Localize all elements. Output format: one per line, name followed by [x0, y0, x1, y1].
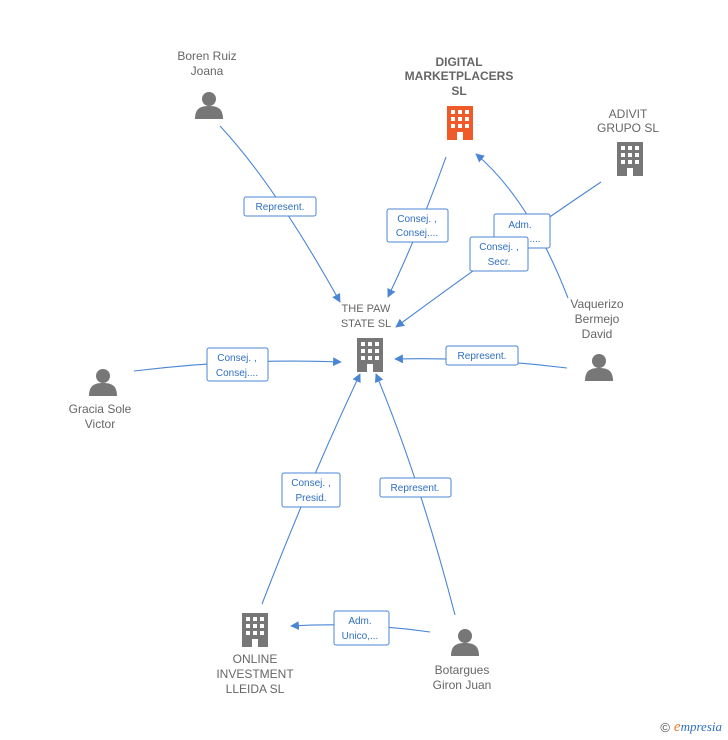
edges	[133, 125, 602, 633]
svg-text:Vaquerizo: Vaquerizo	[570, 297, 623, 311]
edge-label-botargues-online[interactable]: Adm. Unico,...	[333, 610, 390, 646]
person-icon	[195, 92, 223, 119]
svg-text:Victor: Victor	[85, 417, 115, 431]
svg-text:Presid.: Presid.	[295, 493, 326, 504]
node-gracia-sole[interactable]: Gracia Sole Victor	[69, 369, 132, 431]
svg-text:Consej....: Consej....	[396, 228, 438, 239]
person-icon	[89, 369, 117, 396]
svg-text:David: David	[582, 327, 613, 341]
person-icon	[585, 354, 613, 381]
edge-label-vaquerizo-center[interactable]: Represent.	[445, 345, 519, 366]
svg-text:INVESTMENT: INVESTMENT	[216, 667, 294, 681]
svg-text:....: ....	[529, 234, 540, 245]
edge-labels: Represent. Consej. , Consej.... Adm. ...…	[206, 196, 551, 646]
svg-text:Botargues: Botargues	[435, 663, 490, 677]
building-icon	[242, 613, 268, 647]
svg-text:THE PAW: THE PAW	[342, 303, 392, 315]
footer-brand: © empresia	[660, 719, 722, 736]
person-icon	[451, 629, 479, 656]
svg-text:MARKETPLACERS: MARKETPLACERS	[405, 69, 514, 83]
edge-label-botargues-center[interactable]: Represent.	[379, 477, 452, 498]
svg-text:Represent.: Represent.	[256, 202, 305, 213]
svg-text:Consej. ,: Consej. ,	[397, 214, 436, 225]
svg-text:Joana: Joana	[191, 64, 224, 78]
svg-text:Consej....: Consej....	[216, 368, 258, 379]
building-icon	[617, 142, 643, 176]
svg-text:ONLINE: ONLINE	[233, 652, 278, 666]
building-icon	[357, 338, 383, 372]
edge-label-boren-center[interactable]: Represent.	[243, 196, 317, 217]
brand-logo: empresia	[673, 719, 722, 735]
svg-text:LLEIDA SL: LLEIDA SL	[226, 682, 285, 696]
svg-text:Bermejo: Bermejo	[575, 312, 620, 326]
svg-text:Consej. ,: Consej. ,	[479, 242, 518, 253]
svg-text:STATE SL: STATE SL	[341, 318, 391, 330]
node-digital-marketplacers[interactable]: DIGITAL MARKETPLACERS SL	[405, 55, 514, 140]
building-icon	[447, 106, 473, 140]
node-vaquerizo-bermejo[interactable]: Vaquerizo Bermejo David	[570, 297, 624, 381]
edge-label-online-center[interactable]: Consej. , Presid.	[281, 472, 341, 508]
edge-vaquerizo-digital[interactable]	[475, 153, 569, 299]
svg-text:Adm.: Adm.	[508, 220, 531, 231]
svg-text:DIGITAL: DIGITAL	[435, 55, 482, 69]
node-boren-ruiz[interactable]: Boren Ruiz Joana	[177, 49, 237, 119]
node-online-investment[interactable]: ONLINE INVESTMENT LLEIDA SL	[216, 613, 294, 696]
copyright-symbol: ©	[660, 720, 670, 735]
svg-text:Giron Juan: Giron Juan	[433, 678, 492, 692]
svg-text:Secr.: Secr.	[488, 257, 511, 268]
svg-text:Unico,...: Unico,...	[342, 631, 379, 642]
svg-text:GRUPO SL: GRUPO SL	[597, 121, 659, 135]
edge-label-gracia-center[interactable]: Consej. , Consej....	[206, 347, 269, 382]
svg-text:Consej. ,: Consej. ,	[291, 478, 330, 489]
svg-text:Consej. ,: Consej. ,	[217, 353, 256, 364]
node-botargues-giron[interactable]: Botargues Giron Juan	[433, 629, 492, 692]
svg-text:Represent.: Represent.	[458, 351, 507, 362]
svg-text:ADIVIT: ADIVIT	[609, 107, 648, 121]
svg-text:SL: SL	[451, 84, 466, 98]
edge-label-adivit-center[interactable]: Consej. , Secr.	[469, 236, 529, 272]
svg-text:Gracia Sole: Gracia Sole	[69, 402, 132, 416]
svg-text:Represent.: Represent.	[391, 483, 440, 494]
node-the-paw-state[interactable]: THE PAW STATE SL	[341, 303, 391, 372]
edge-label-digital-center[interactable]: Consej. , Consej....	[386, 208, 449, 243]
node-adivit-grupo[interactable]: ADIVIT GRUPO SL	[597, 107, 659, 176]
svg-text:Boren Ruiz: Boren Ruiz	[177, 49, 236, 63]
svg-text:Adm.: Adm.	[348, 616, 371, 627]
